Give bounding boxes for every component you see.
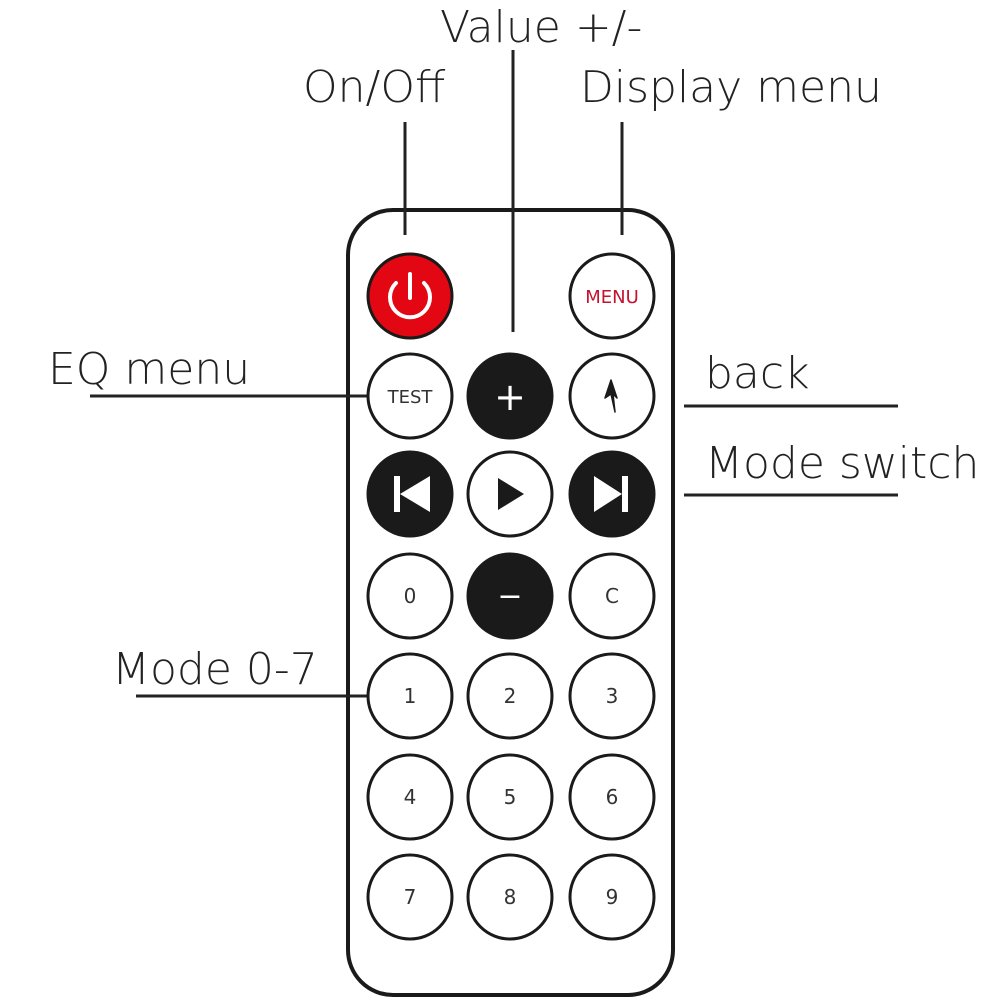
skip-next-icon (594, 476, 628, 512)
previous-button[interactable] (366, 450, 454, 538)
skip-previous-icon (394, 476, 430, 512)
digit-3-button[interactable]: 3 (568, 652, 656, 740)
clear-button-label: C (605, 584, 619, 608)
next-button[interactable] (568, 450, 656, 538)
back-button[interactable] (568, 352, 656, 440)
clear-button[interactable]: C (568, 552, 656, 640)
back-callout-label: back (705, 348, 810, 399)
digit-9-label: 9 (606, 885, 619, 909)
minus-button[interactable]: − (466, 552, 554, 640)
digit-5-label: 5 (504, 785, 517, 809)
mode-switch-callout-label: Mode switch (705, 438, 979, 489)
test-button-label: TEST (387, 387, 434, 408)
digit-0-label: 0 (404, 584, 417, 608)
digit-7-button[interactable]: 7 (366, 853, 454, 941)
digit-1-label: 1 (404, 684, 417, 708)
play-button[interactable] (466, 450, 554, 538)
digit-9-button[interactable]: 9 (568, 853, 656, 941)
digit-4-button[interactable]: 4 (366, 753, 454, 841)
plus-button-label: + (494, 375, 526, 419)
back-arrow-icon (604, 379, 618, 413)
digit-6-button[interactable]: 6 (568, 753, 656, 841)
digit-5-button[interactable]: 5 (466, 753, 554, 841)
digit-8-label: 8 (504, 885, 517, 909)
test-button[interactable]: TEST (366, 352, 454, 440)
play-icon (498, 478, 524, 510)
digit-6-label: 6 (606, 785, 619, 809)
digit-4-label: 4 (404, 785, 417, 809)
digit-2-label: 2 (504, 684, 517, 708)
digit-0-button[interactable]: 0 (366, 552, 454, 640)
plus-button[interactable]: + (466, 352, 554, 440)
digit-8-button[interactable]: 8 (466, 853, 554, 941)
power-icon (388, 272, 432, 320)
eq-menu-callout-label: EQ menu (48, 344, 250, 395)
menu-button-label: MENU (585, 287, 639, 308)
power-button[interactable] (366, 252, 454, 340)
digit-1-button[interactable]: 1 (366, 652, 454, 740)
menu-button[interactable]: MENU (568, 252, 656, 340)
digit-7-label: 7 (404, 885, 417, 909)
digit-2-button[interactable]: 2 (466, 652, 554, 740)
mode-range-callout-label: Mode 0-7 (112, 644, 318, 695)
display-menu-callout-label: Display menu (580, 62, 882, 113)
minus-button-label: − (497, 579, 522, 614)
digit-3-label: 3 (606, 684, 619, 708)
value-callout-label: Value +/- (440, 2, 642, 53)
onoff-callout-label: On/Off (303, 62, 446, 113)
